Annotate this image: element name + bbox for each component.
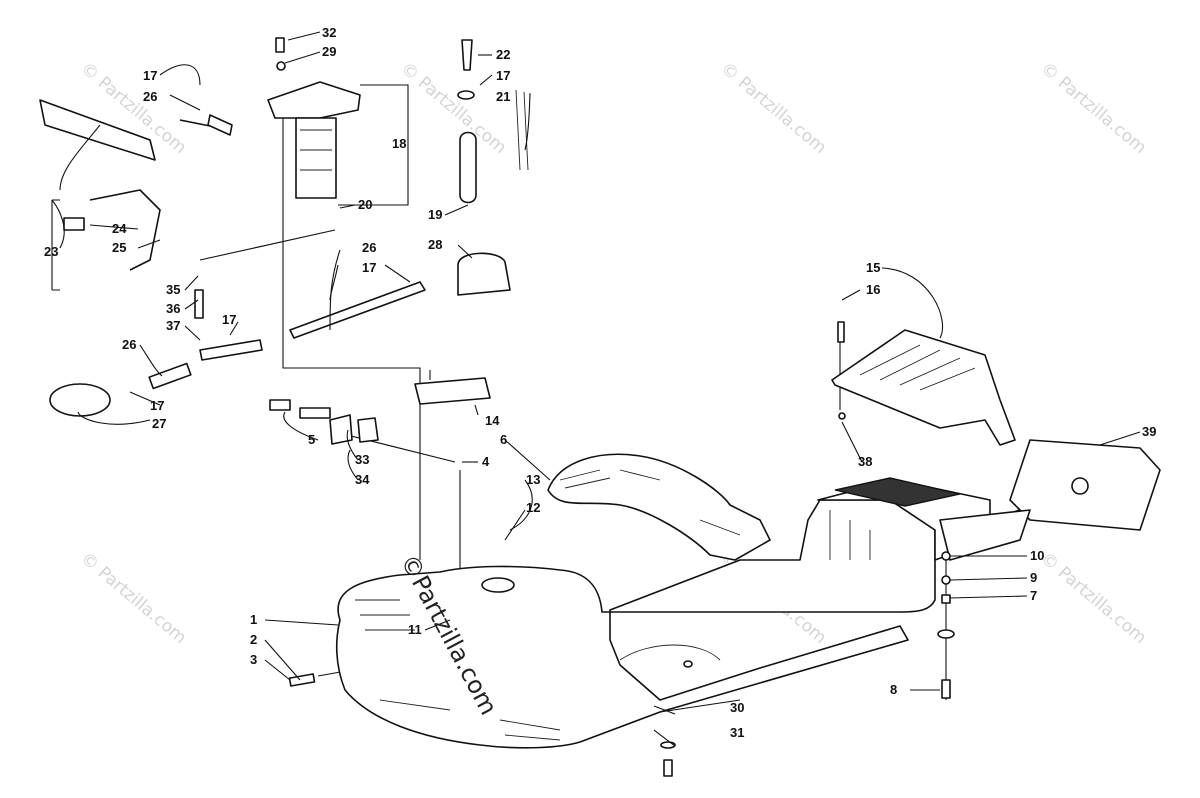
callout-17c: 17 (362, 260, 376, 275)
watermark-5: © Partzilla.com (77, 549, 190, 649)
callout-22: 22 (496, 47, 510, 62)
callout-20: 20 (358, 197, 372, 212)
callout-26b: 26 (362, 240, 376, 255)
callout-7: 7 (1030, 588, 1037, 603)
fuel-lines (39, 99, 491, 445)
hardware (288, 321, 1031, 777)
callout-17e: 17 (150, 398, 164, 413)
callout-35: 35 (166, 282, 180, 297)
leader-lines (51, 31, 1141, 747)
callout-24: 24 (112, 221, 127, 236)
callout-37: 37 (166, 318, 180, 333)
callout-16: 16 (866, 282, 880, 297)
callout-25: 25 (112, 240, 126, 255)
callout-28: 28 (428, 237, 442, 252)
callout-32: 32 (322, 25, 336, 40)
watermark-2: © Partzilla.com (397, 59, 510, 159)
callout-9: 9 (1030, 570, 1037, 585)
callout-34: 34 (355, 472, 370, 487)
callout-31: 31 (730, 725, 744, 740)
callout-19: 19 (428, 207, 442, 222)
callout-29: 29 (322, 44, 336, 59)
callout-3: 3 (250, 652, 257, 667)
callout-26a: 26 (143, 89, 157, 104)
callout-2: 2 (250, 632, 257, 647)
watermark-3: © Partzilla.com (717, 59, 830, 159)
fuel-pump-assembly (267, 37, 529, 296)
callout-8: 8 (890, 682, 897, 697)
watermark-7: © Partzilla.com (1037, 549, 1150, 649)
callout-15: 15 (866, 260, 880, 275)
callout-17b: 17 (496, 68, 510, 83)
callout-23: 23 (44, 244, 58, 259)
callout-6: 6 (500, 432, 507, 447)
callout-12: 12 (526, 500, 540, 515)
callout-27: 27 (152, 416, 166, 431)
callout-1: 1 (250, 612, 257, 627)
callout-26c: 26 (122, 337, 136, 352)
callout-4: 4 (482, 454, 490, 469)
rear-shelf (831, 329, 1016, 446)
foam-pad (1009, 439, 1161, 531)
callout-39: 39 (1142, 424, 1156, 439)
guide-lines (51, 110, 1031, 713)
callout-11: 11 (408, 622, 422, 637)
seat-support (547, 453, 771, 561)
callout-21: 21 (496, 89, 510, 104)
callout-30: 30 (730, 700, 744, 715)
callout-labels: 1 2 3 4 5 6 7 8 9 10 11 12 13 14 15 16 1… (44, 25, 1156, 740)
callout-14: 14 (485, 413, 500, 428)
callout-13: 13 (526, 472, 540, 487)
callout-17d: 17 (222, 312, 236, 327)
callout-36: 36 (166, 301, 180, 316)
callout-38: 38 (858, 454, 872, 469)
callout-10: 10 (1030, 548, 1044, 563)
callout-5: 5 (308, 432, 315, 447)
callout-17a: 17 (143, 68, 157, 83)
watermark-4: © Partzilla.com (1037, 59, 1150, 159)
callout-33: 33 (355, 452, 369, 467)
callout-18: 18 (392, 136, 406, 151)
